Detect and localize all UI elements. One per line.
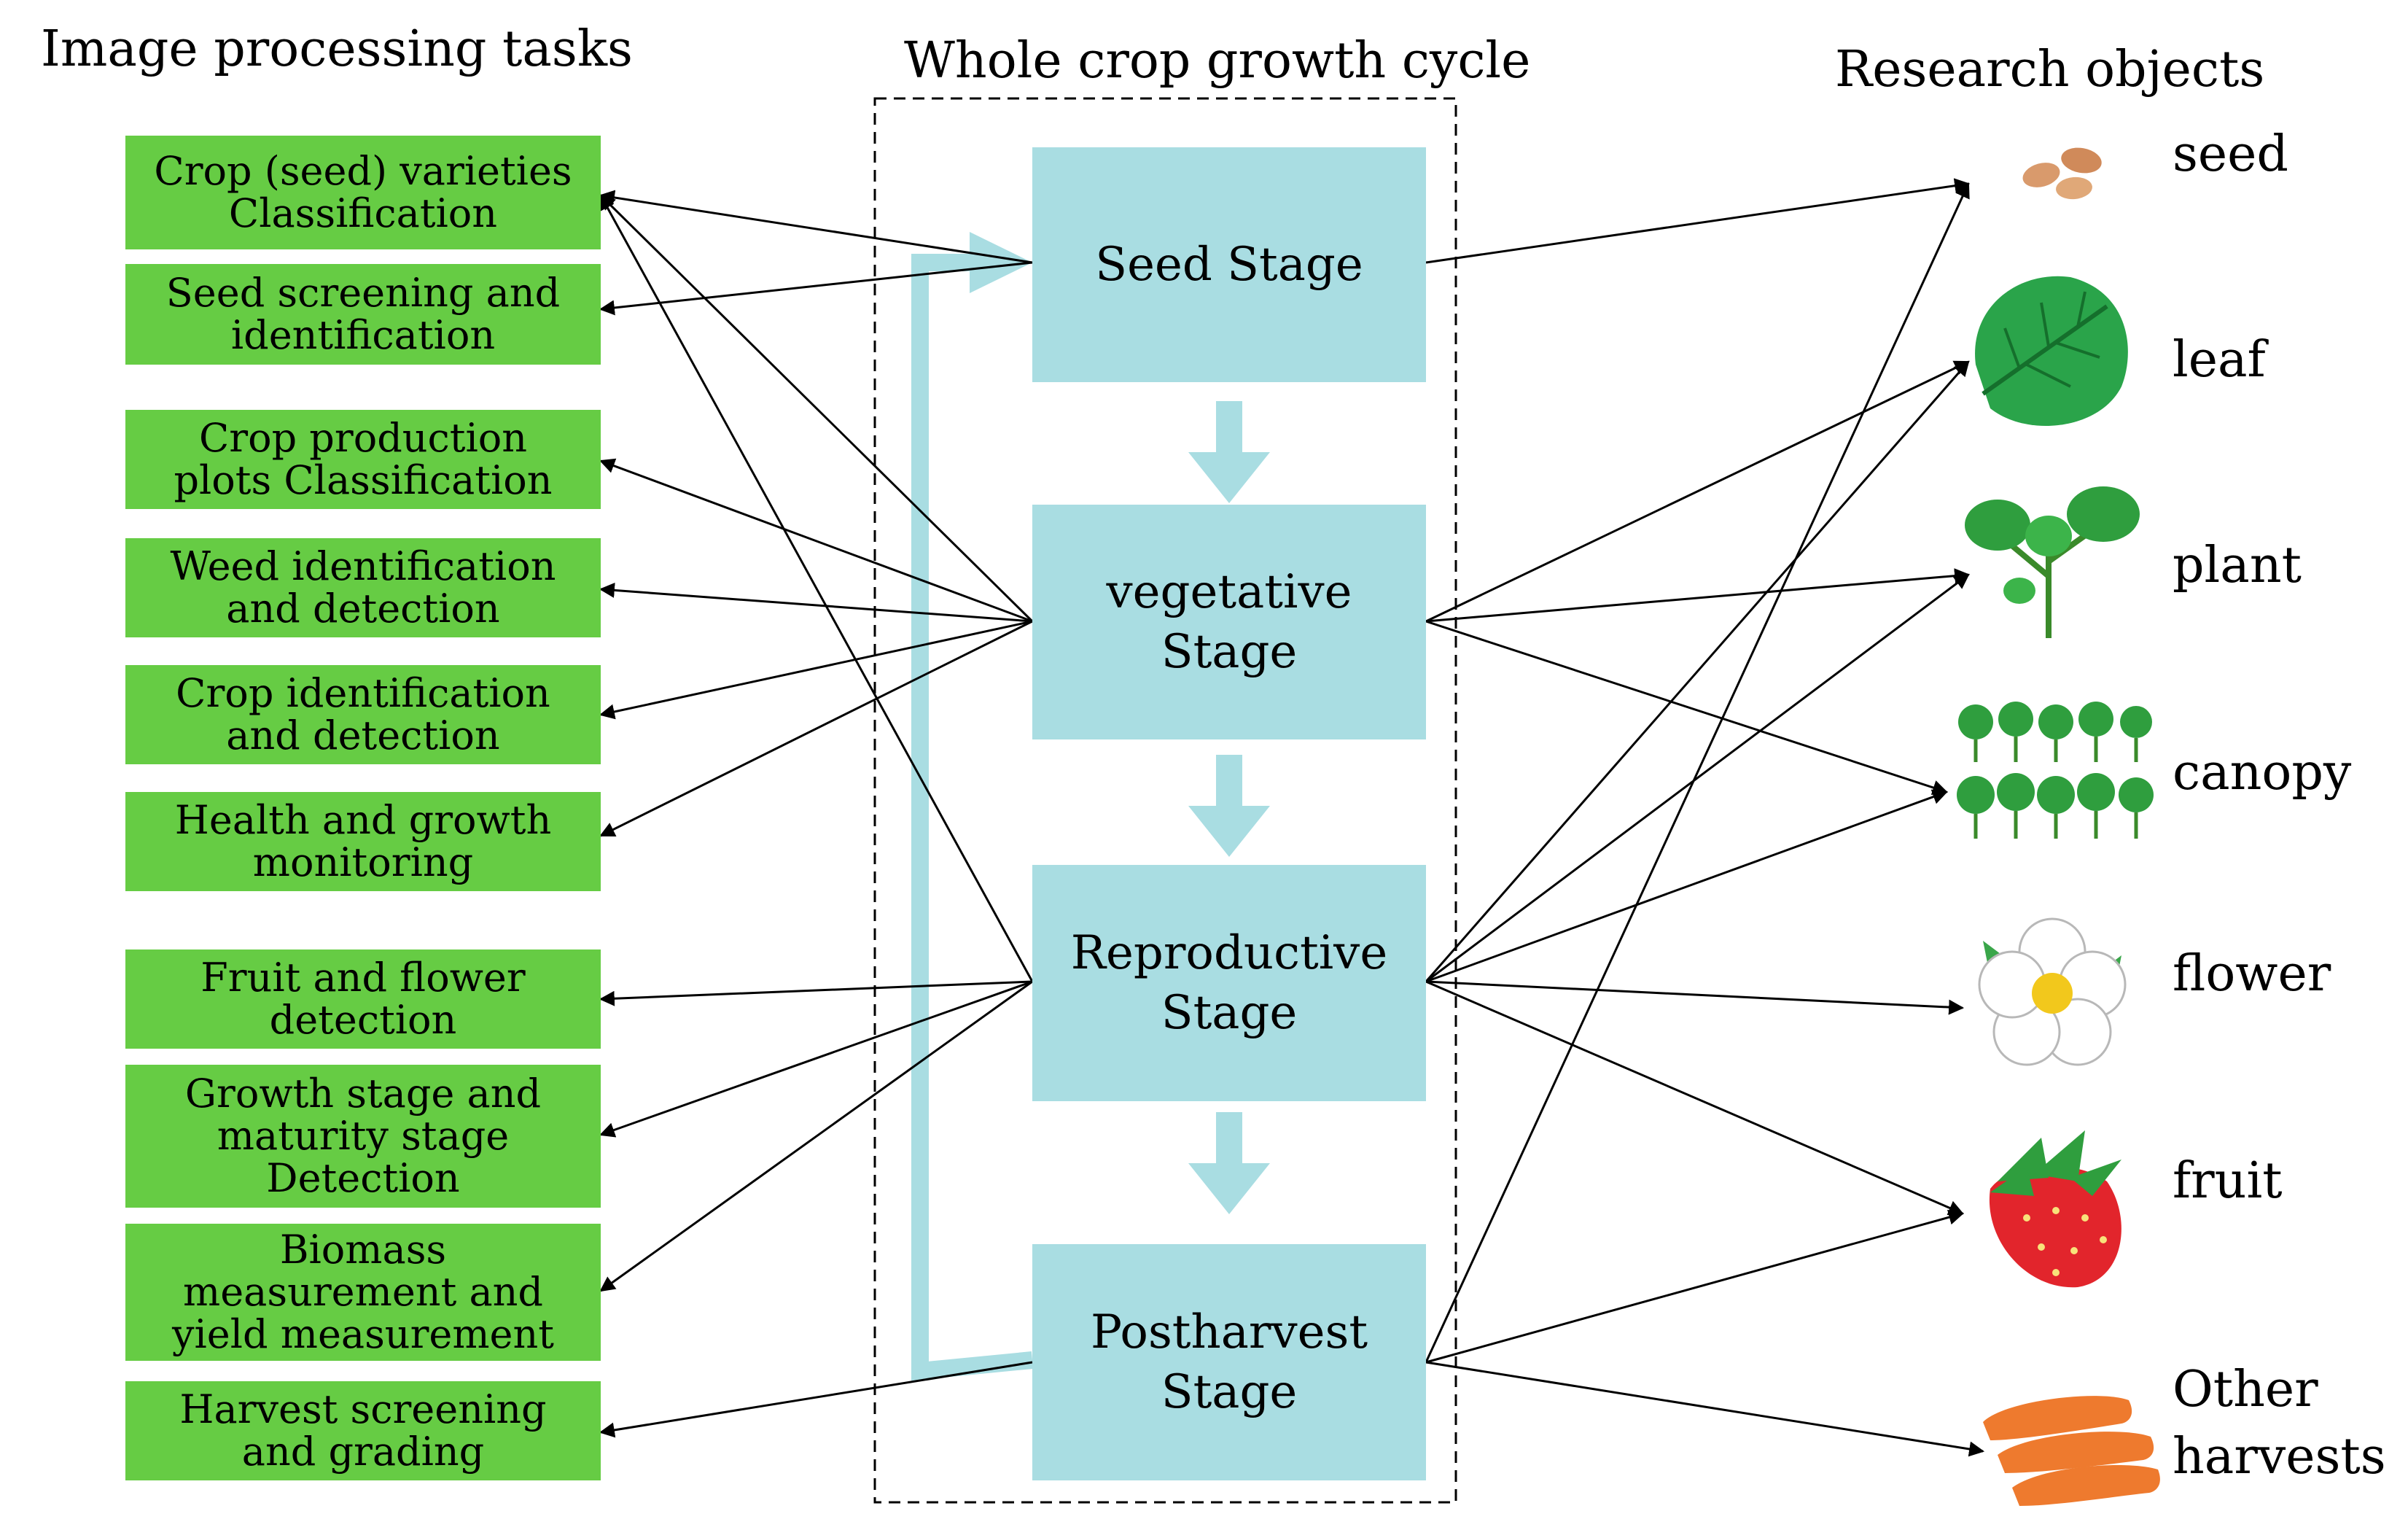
arrow-stage-1-to-object-3 (1425, 620, 1948, 796)
arrow-stage-3-to-object-0 (1425, 182, 1970, 1363)
stage-flow-arrows (1188, 401, 1270, 1214)
object-label-fruit: fruit (2173, 1152, 2283, 1210)
task-fruit-flower-detection: Fruit and flower detection (125, 950, 601, 1049)
leaf-icon (1975, 276, 2128, 426)
object-label-other-harvests: Other harvests (2173, 1361, 2386, 1486)
seed-icon (2022, 147, 2102, 200)
cycle-return-loop (911, 254, 1034, 1381)
arrow-stage-1-to-task-4 (599, 620, 1033, 720)
growth-cycle-boundary (873, 97, 1457, 1504)
stage-reproductive: Reproductive Stage (1032, 865, 1426, 1101)
object-label-plant: plant (2173, 537, 2302, 594)
stage-seed: Seed Stage (1032, 147, 1426, 382)
cycle-header: Whole crop growth cycle (904, 32, 1531, 90)
stage-postharvest: Postharvest Stage (1032, 1244, 1426, 1480)
stage-vegetative: vegetative Stage (1032, 505, 1426, 739)
arrow-stage-1-to-task-5 (599, 620, 1033, 837)
arrow-stage-2-to-task-8 (599, 980, 1033, 1292)
task-biomass-yield-measurement: Biomass measurement and yield measuremen… (125, 1224, 601, 1361)
arrow-stage-2-to-object-1 (1425, 360, 1970, 982)
arrow-stage-2-to-object-5 (1425, 980, 1964, 1216)
arrow-stage-1-to-task-0 (599, 194, 1034, 623)
strawberry-icon (1989, 1130, 2121, 1288)
cycle-return-arrowhead (970, 232, 1032, 293)
objects-header: Research objects (1835, 41, 2265, 98)
arrow-stage-1-to-object-1 (1425, 360, 1970, 623)
arrow-stage-1-to-task-3 (599, 582, 1033, 623)
arrow-stage-1-to-task-2 (599, 458, 1033, 623)
task-health-growth-monitoring: Health and growth monitoring (125, 792, 601, 891)
object-label-flower: flower (2173, 945, 2331, 1003)
arrow-stage-2-to-object-4 (1425, 980, 1965, 1015)
object-label-canopy: canopy (2173, 744, 2352, 801)
arrow-stage-3-to-task-9 (599, 1361, 1033, 1438)
arrow-stage-2-to-task-7 (599, 980, 1033, 1138)
tasks-header: Image processing tasks (41, 20, 633, 78)
arrow-stage-0-to-task-1 (599, 261, 1033, 316)
task-crop-identification: Crop identification and detection (125, 665, 601, 764)
task-production-plots-classification: Crop production plots Classification (125, 410, 601, 509)
arrow-stage-0-to-task-0 (599, 190, 1033, 264)
flower-icon (1978, 917, 2127, 1066)
arrow-stage-3-to-object-5 (1425, 1209, 1965, 1364)
arrow-stage-2-to-object-2 (1425, 573, 1970, 983)
arrow-stage-1-to-object-2 (1425, 568, 1971, 623)
arrow-stage-2-to-task-0 (599, 194, 1034, 982)
arrow-stage-0-to-object-0 (1425, 178, 1971, 264)
arrow-stage-3-to-object-6 (1425, 1361, 1985, 1457)
task-growth-maturity-detection: Growth stage and maturity stage Detectio… (125, 1065, 601, 1208)
task-crop-varieties-classification: Crop (seed) varieties Classification (125, 136, 601, 249)
task-seed-screening: Seed screening and identification (125, 264, 601, 365)
carrot-icon (1983, 1396, 2160, 1506)
canopy-icon (1957, 702, 2154, 839)
object-label-leaf: leaf (2173, 331, 2266, 389)
task-weed-identification: Weed identification and detection (125, 538, 601, 637)
task-harvest-screening-grading: Harvest screening and grading (125, 1381, 601, 1480)
plant-icon (1965, 486, 2140, 638)
arrow-stage-2-to-object-3 (1425, 789, 1948, 983)
object-label-seed: seed (2173, 125, 2288, 183)
arrow-stage-2-to-task-6 (599, 980, 1033, 1006)
